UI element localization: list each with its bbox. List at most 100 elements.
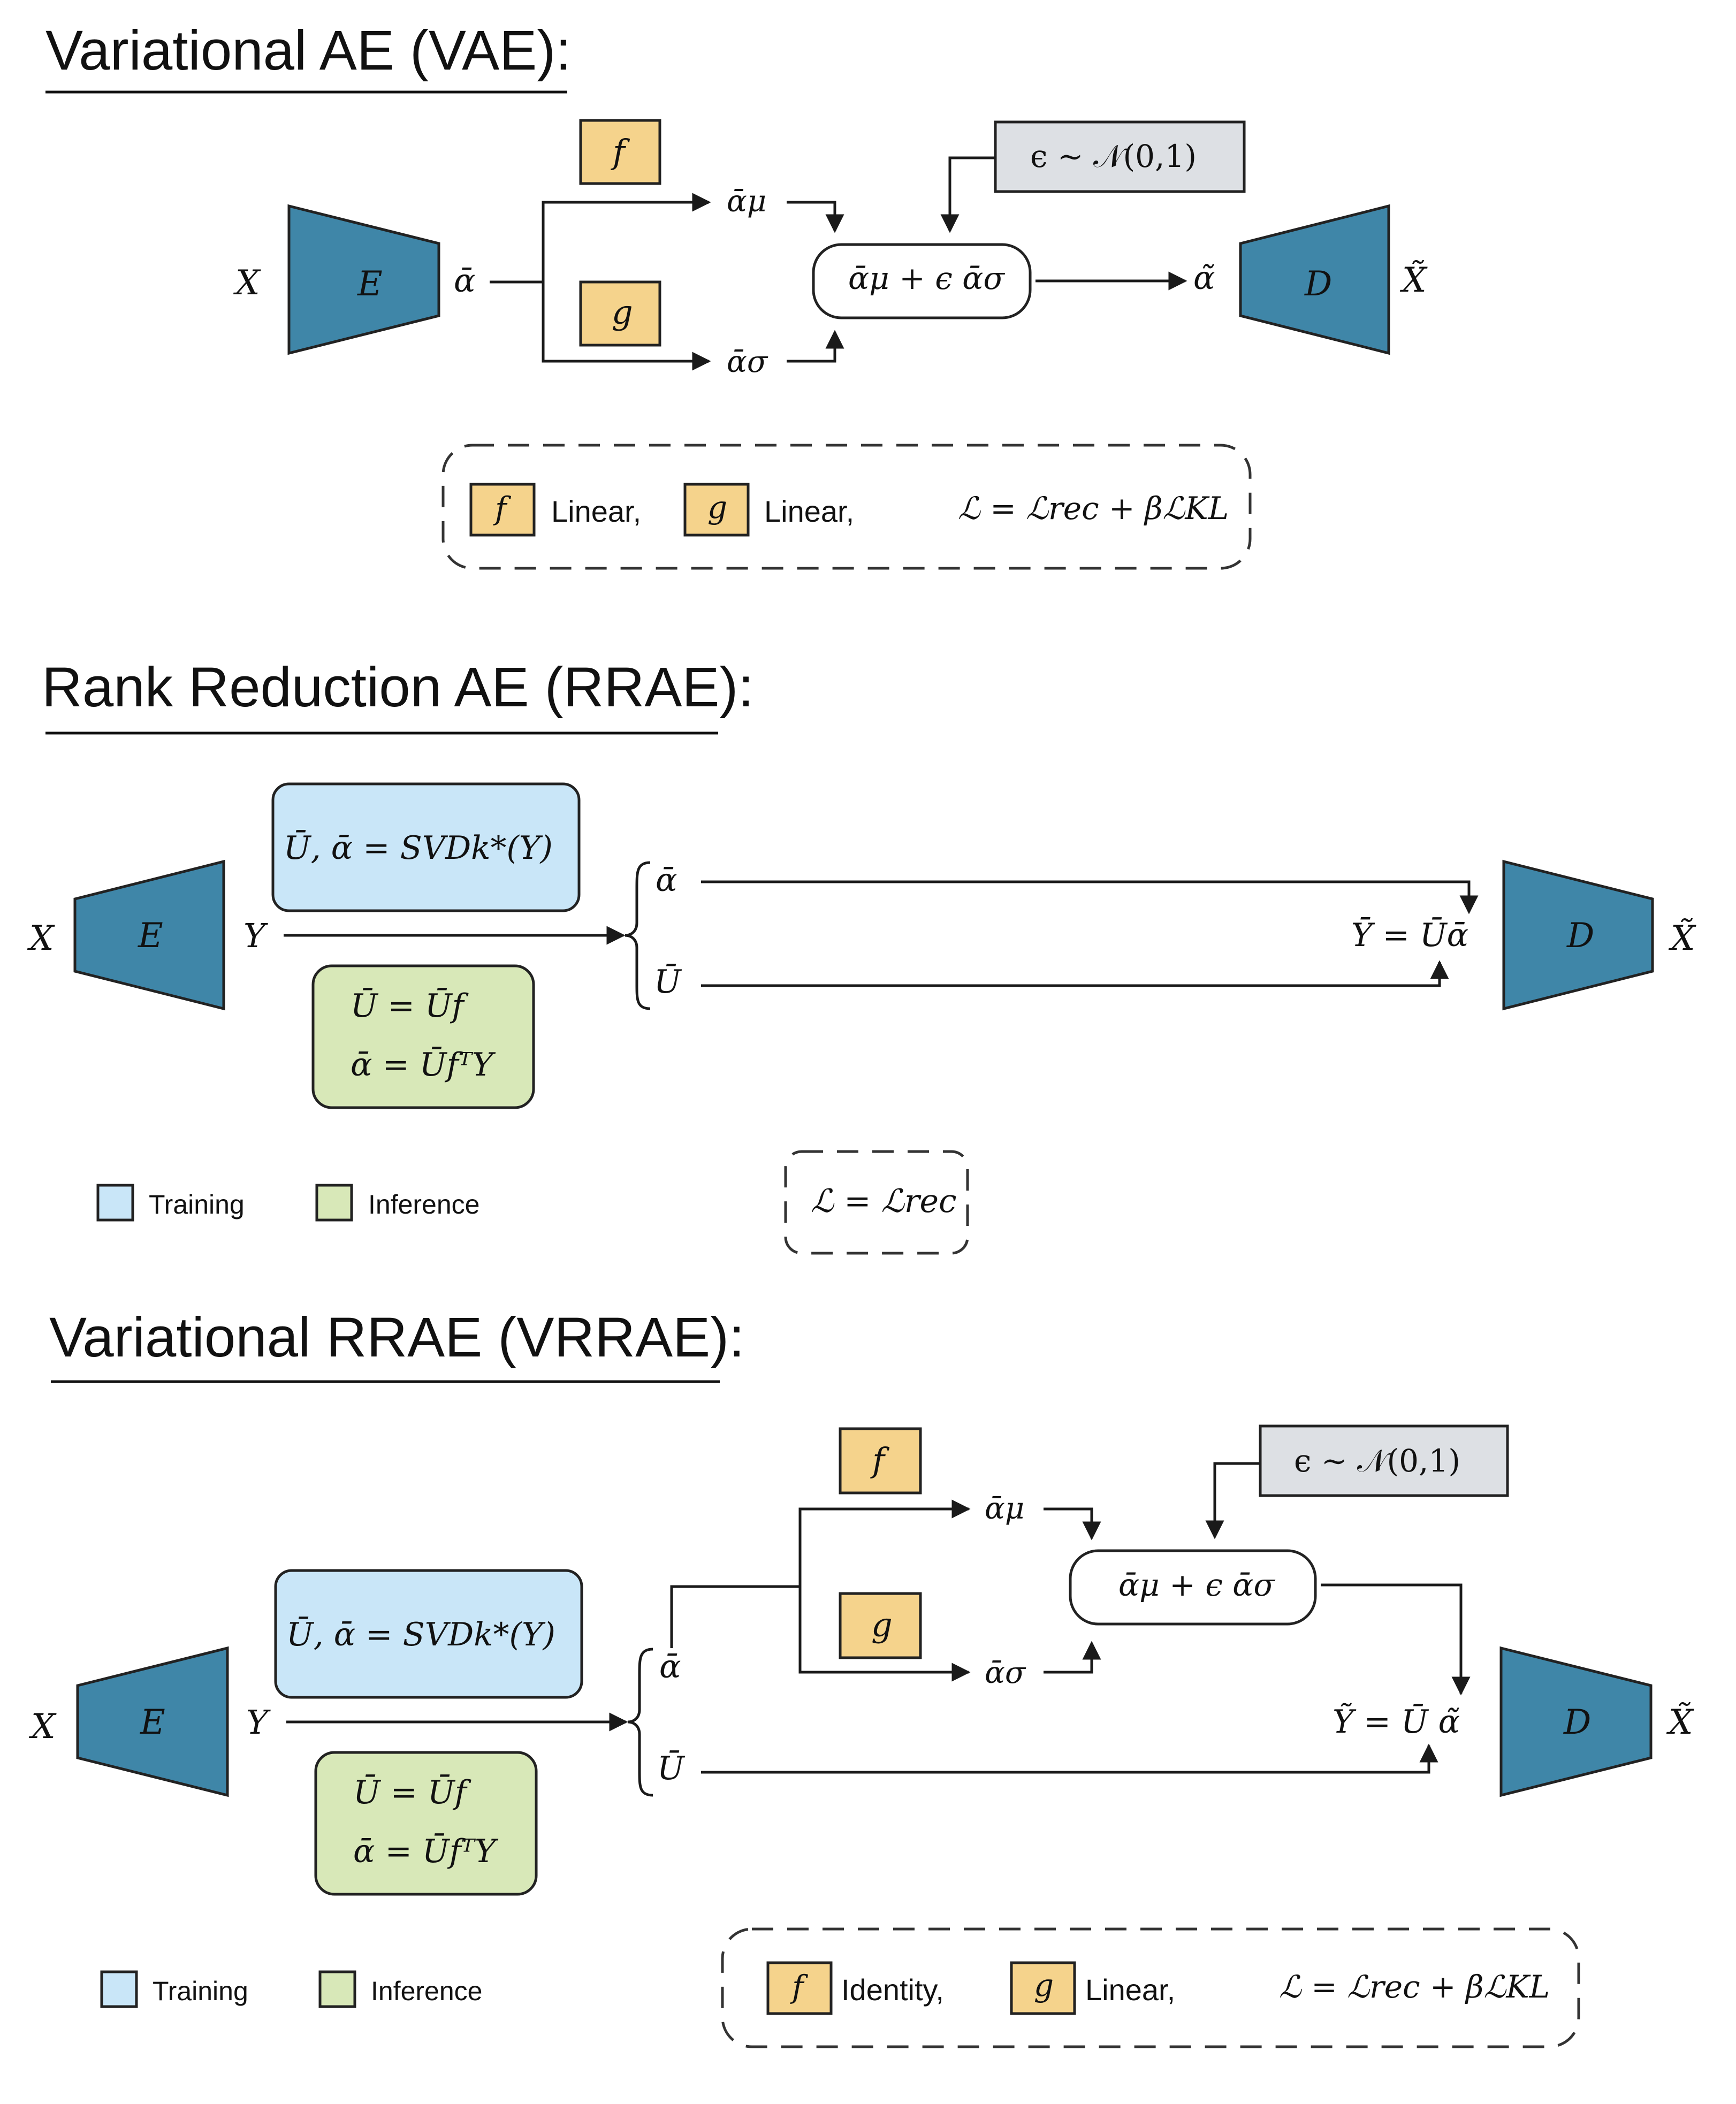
vrrae-combine-to-recon — [1321, 1583, 1471, 1696]
rrae-legend-training-swatch — [96, 1184, 134, 1222]
vrrae-sigma-to-combine — [1044, 1641, 1101, 1674]
vae-mu-to-combine — [787, 201, 844, 233]
vae-noise-label: ϵ ∼ 𝒩(0,1) — [1030, 138, 1197, 174]
vrrae-inference-box — [314, 1751, 538, 1896]
vrrae-legend-g-box — [1010, 1961, 1076, 2015]
vae-legend-frame — [441, 444, 1252, 570]
vrrae-title: Variational RRAE (VRRAE): — [49, 1306, 744, 1369]
vrrae-legend-frame — [721, 1927, 1580, 2048]
rrae-brace — [625, 861, 651, 1010]
vae-decoder-label: D — [1304, 264, 1332, 304]
rrae-legend-inference-swatch — [315, 1184, 353, 1222]
vae-latent-label: ᾱ — [454, 262, 476, 300]
vrrae-legend-inference-swatch — [318, 1970, 356, 2008]
rrae-legend-training-label: Training — [149, 1190, 245, 1219]
vrrae-mu-to-combine — [1044, 1507, 1101, 1541]
vae-mu-label: ᾱμ — [727, 184, 766, 219]
rrae-loss-label: ℒ = ℒrec — [811, 1183, 957, 1220]
rrae-title: Rank Reduction AE (RRAE): — [42, 656, 754, 719]
vrrae-output-label: X̃ — [1666, 1702, 1694, 1742]
rrae-alpha-to-recon — [701, 880, 1479, 914]
vrrae-noise-label: ϵ ∼ 𝒩(0,1) — [1294, 1443, 1460, 1479]
vrrae-section: Variational RRAE (VRRAE): X E Y Ū, ᾱ = S… — [28, 1306, 1694, 2048]
vae-legend-loss: ℒ = ℒrec + βℒKL — [958, 490, 1229, 527]
vrrae-g-box — [839, 1592, 922, 1659]
vrrae-legend-training-label: Training — [153, 1976, 248, 2006]
rrae-output-label: X̃ — [1668, 918, 1696, 958]
vrrae-encoder-label: E — [140, 1703, 165, 1742]
vrrae-alpha-riser — [670, 1585, 800, 1648]
vae-section: Variational AE (VAE): X E ᾱ f g ᾱμ ᾱσ ϵ … — [45, 19, 1428, 570]
rrae-inference-box — [311, 964, 535, 1109]
vrrae-decoder-label: D — [1563, 1703, 1591, 1742]
vae-sigma-label: ᾱσ — [727, 345, 768, 379]
vrrae-legend-g-label: g — [1034, 1967, 1054, 2003]
vrrae-legend-loss: ℒ = ℒrec + βℒKL — [1279, 1969, 1550, 2005]
vrrae-decoder — [1499, 1646, 1653, 1797]
rrae-inference-eq1: Ū = Ūf — [351, 987, 469, 1025]
vae-legend-g-box — [683, 483, 750, 537]
rrae-decoder-label: D — [1566, 916, 1594, 956]
rrae-latent-label: Y — [243, 916, 268, 955]
rrae-alpha-label: ᾱ — [656, 862, 677, 899]
rrae-inference-eq2: ᾱ = ŪfᵀY — [351, 1046, 496, 1084]
rrae-recon-label: Ȳ = Ūᾱ — [1351, 917, 1468, 954]
vae-input-label: X — [233, 263, 261, 303]
vrrae-noise-box — [1259, 1424, 1509, 1497]
vrrae-recon-label: Ỹ = Ū α̃ — [1333, 1703, 1460, 1741]
vae-output-label: X̃ — [1399, 260, 1428, 300]
rrae-decoder — [1502, 859, 1654, 1011]
vrrae-U-to-recon — [701, 1743, 1438, 1774]
vae-encoder-label: E — [357, 264, 383, 304]
vrrae-inference-eq2: ᾱ = ŪfᵀY — [353, 1833, 499, 1870]
vae-noise-box — [994, 120, 1246, 193]
vrrae-noise-to-combine — [1205, 1462, 1260, 1539]
vae-legend-g-desc: Linear, — [764, 494, 854, 528]
vae-title: Variational AE (VAE): — [45, 19, 571, 82]
vrrae-combine-label: ᾱμ + ϵ ᾱσ — [1118, 1567, 1275, 1603]
rrae-training-eq: Ū, ᾱ = SVDk*(Y) — [284, 829, 553, 867]
rrae-input-label: X — [27, 919, 55, 958]
vrrae-input-label: X — [28, 1707, 57, 1747]
vrrae-sigma-label: ᾱσ — [985, 1656, 1026, 1690]
vrrae-training-box — [274, 1569, 583, 1699]
vae-g-label: g — [612, 293, 633, 332]
rrae-encoder — [73, 859, 225, 1011]
vrrae-legend-f-desc: Identity, — [841, 1973, 944, 2007]
vrrae-encoder — [76, 1646, 229, 1797]
vae-decoder — [1239, 204, 1390, 355]
vae-combine-label: ᾱμ + ϵ ᾱσ — [848, 260, 1005, 296]
rrae-U-label: Ū — [654, 963, 682, 1001]
vrrae-training-eq: Ū, ᾱ = SVDk*(Y) — [286, 1616, 555, 1653]
vrrae-brace — [627, 1648, 653, 1797]
vae-legend-f-box — [469, 483, 536, 537]
vrrae-latent-label: Y — [246, 1703, 271, 1742]
rrae-U-to-recon — [701, 960, 1449, 987]
vae-f-box — [579, 119, 661, 185]
vae-sample-label: α̃ — [1193, 260, 1215, 297]
vae-legend-f-desc: Linear, — [551, 494, 641, 528]
rrae-legend-inference-label: Inference — [368, 1190, 479, 1219]
vrrae-legend-training-swatch — [100, 1970, 138, 2008]
vrrae-inference-eq1: Ū = Ūf — [353, 1774, 472, 1811]
rrae-loss-frame — [784, 1150, 969, 1255]
vrrae-mu-label: ᾱμ — [985, 1491, 1024, 1526]
vrrae-combine-box — [1069, 1549, 1317, 1626]
vae-branch-sigma — [542, 282, 711, 371]
vrrae-branch-sigma — [798, 1587, 971, 1682]
vrrae-alpha-label: ᾱ — [659, 1648, 681, 1686]
vae-legend-g-label: g — [707, 489, 727, 525]
vae-combine-box — [812, 243, 1032, 319]
vae-g-box — [579, 280, 661, 347]
vrrae-legend-inference-label: Inference — [371, 1976, 482, 2006]
vae-branch-mu — [542, 193, 711, 282]
vrrae-g-label: g — [871, 1605, 893, 1644]
rrae-training-box — [271, 782, 581, 912]
rrae-encoder-label: E — [138, 916, 163, 956]
vrrae-U-label: Ū — [657, 1750, 686, 1787]
vae-noise-to-combine — [940, 156, 995, 233]
vrrae-f-box — [839, 1427, 922, 1495]
vrrae-legend-f-box — [766, 1961, 833, 2015]
vae-sigma-to-combine — [787, 330, 844, 363]
